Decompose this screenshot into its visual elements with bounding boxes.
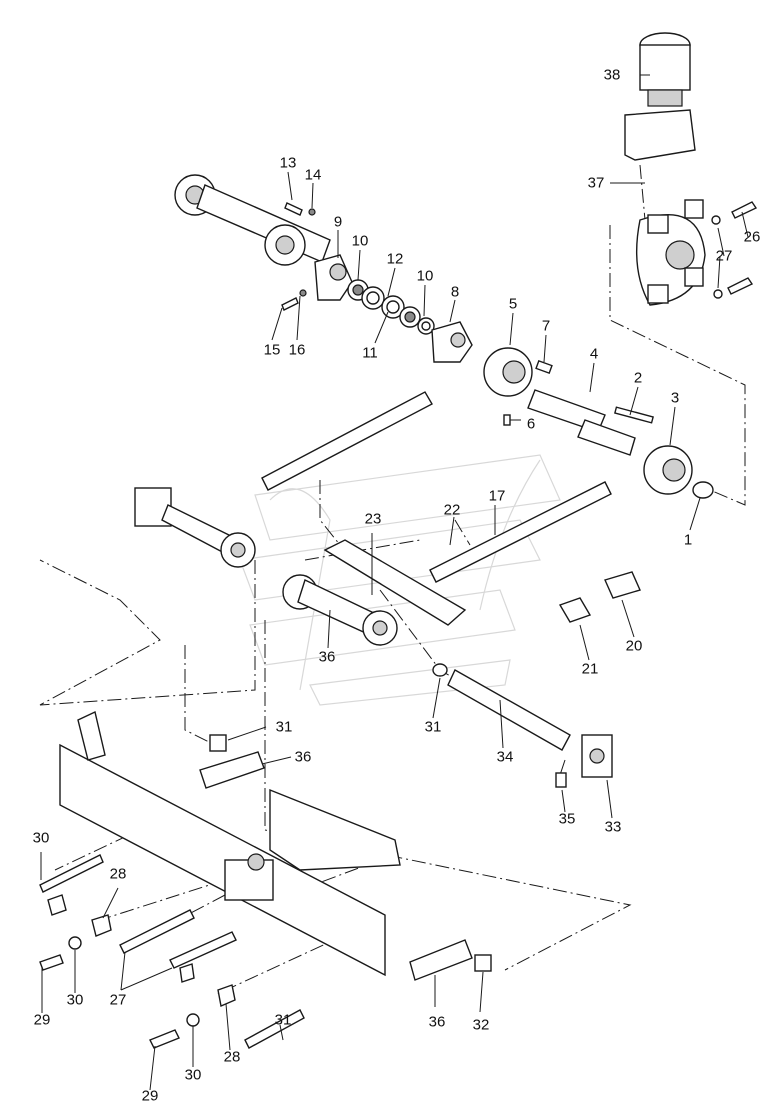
- link-arms: [199, 751, 473, 981]
- callout-3: 3: [671, 390, 679, 407]
- small-screws: [281, 202, 316, 311]
- callout-24: 26: [744, 229, 761, 246]
- callout-31-b: 31: [425, 719, 442, 736]
- callout-34: 35: [559, 811, 576, 828]
- callout-25: 27: [716, 248, 733, 265]
- callout-38: 38: [604, 67, 621, 84]
- callout-22: 22: [444, 502, 461, 519]
- callout-16: 16: [289, 342, 306, 359]
- leader-lines: [40, 74, 749, 1091]
- callout-11: 11: [362, 345, 378, 362]
- callout-8: 8: [451, 284, 459, 301]
- callout-32: 33: [605, 819, 622, 836]
- tube-and-block: [209, 663, 613, 972]
- mounting-bolts: [39, 854, 305, 1049]
- callout-29-a: 30: [67, 992, 84, 1009]
- callout-28-a: 29: [34, 1012, 51, 1029]
- drive-sprockets: [483, 347, 714, 499]
- frame-rail: [59, 710, 401, 977]
- roller-chains: [261, 391, 641, 623]
- callout-23: 23: [365, 511, 382, 528]
- callout-4: 4: [590, 346, 598, 363]
- callout-33: 34: [497, 749, 514, 766]
- callout-29-b: 30: [185, 1067, 202, 1084]
- callout-2: 2: [634, 370, 642, 387]
- lower-rollers: [134, 487, 467, 646]
- upper-shaft-assembly: [174, 174, 331, 266]
- callout-10-b: 10: [417, 268, 434, 285]
- callout-30-b: 31: [275, 1012, 292, 1029]
- callout-5: 5: [509, 296, 517, 313]
- callout-36-a: 36: [295, 749, 312, 766]
- callout-15: 15: [264, 342, 281, 359]
- callout-12: 12: [387, 251, 404, 268]
- hydraulic-motor: [624, 32, 758, 306]
- callout-7: 7: [542, 318, 550, 335]
- callout-37: 37: [588, 175, 605, 192]
- callout-30-a: 30: [33, 830, 50, 847]
- callout-9: 9: [334, 214, 342, 231]
- callout-6: 6: [527, 416, 535, 433]
- callout-14: 14: [305, 167, 322, 184]
- callout-labels: 38 37 13 14 9 10 12 10 8 11 15 16 5 7 4 …: [33, 67, 761, 1105]
- callout-10-a: 10: [352, 233, 369, 250]
- callout-35: 36: [319, 649, 336, 666]
- callout-31-a: 31: [276, 719, 293, 736]
- callout-26: 27: [110, 992, 127, 1009]
- callout-1: 1: [684, 532, 692, 549]
- callout-17: 17: [489, 488, 506, 505]
- callout-27-b: 28: [224, 1049, 241, 1066]
- callout-31-c: 32: [473, 1017, 490, 1034]
- bearing-stack: [314, 254, 473, 363]
- callout-27-a: 28: [110, 866, 127, 883]
- callout-13: 13: [280, 155, 297, 172]
- callout-20: 20: [626, 638, 643, 655]
- callout-28-b: 29: [142, 1088, 159, 1105]
- callout-36-b: 36: [429, 1014, 446, 1031]
- callout-21: 21: [582, 661, 599, 678]
